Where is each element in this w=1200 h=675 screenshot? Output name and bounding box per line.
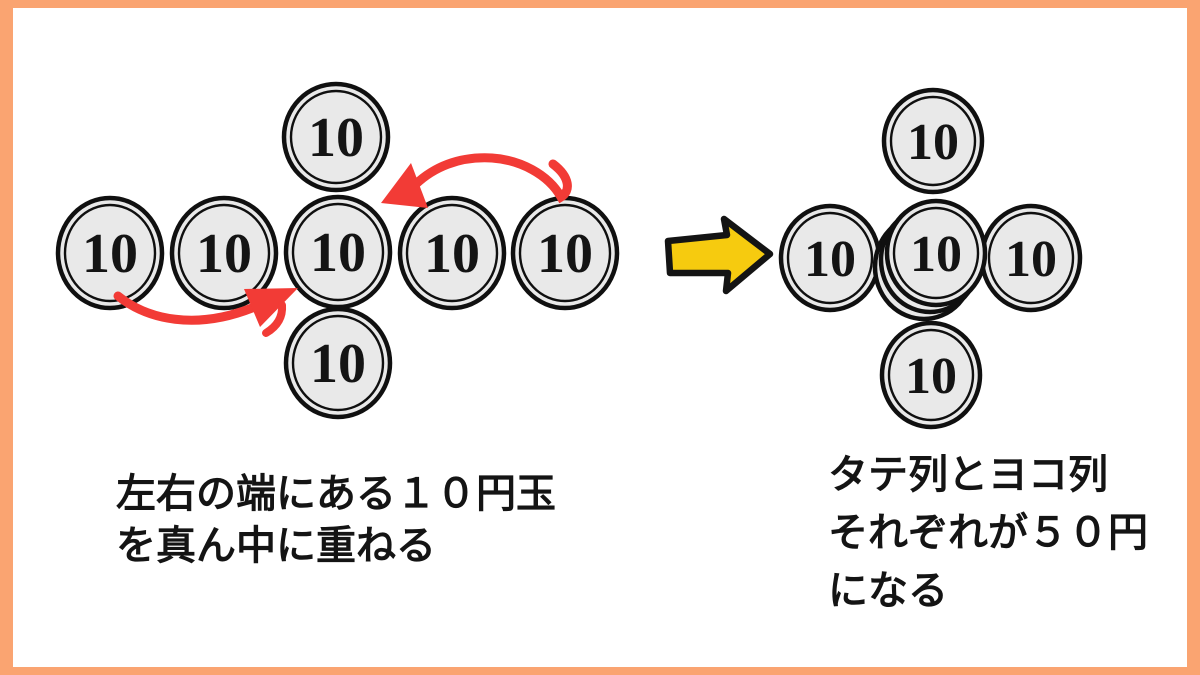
after-caption: タテ列とヨコ列 それぞれが５０円 になる [828, 446, 1148, 620]
before-diagram: 10 10 10 10 10 [55, 81, 620, 420]
coin-face [884, 198, 988, 308]
coin-value: 10 [310, 222, 366, 284]
coin-face [169, 195, 279, 311]
after-caption-line-1: タテ列とヨコ列 [828, 452, 1108, 498]
coin-inner-ring [786, 211, 874, 305]
coin-value: 10 [910, 226, 962, 283]
coin-value: 10 [907, 114, 959, 171]
coin-face [881, 87, 985, 195]
move-arrow-stroke [113, 291, 257, 325]
coin-inner-ring [987, 211, 1075, 305]
move-arrow-head [244, 288, 298, 327]
before-coin-row-4: 10 [397, 195, 507, 311]
move-arrow-head [381, 163, 428, 208]
coin-inner-ring [177, 203, 271, 303]
after-diagram: 10 10 10 10 [778, 87, 1083, 430]
coin-value: 10 [196, 223, 252, 285]
coin-inner-ring [887, 328, 975, 422]
transform-right-arrow-icon [664, 215, 774, 295]
coin-inner-ring [291, 314, 385, 412]
coin-value: 10 [804, 231, 856, 288]
coin-inner-ring [291, 202, 385, 302]
before-caption-line-2: を真ん中に重ねる [116, 523, 436, 569]
before-coin-row-1: 10 [55, 195, 165, 311]
after-coin-center-stack: 10 [872, 198, 988, 322]
coin-value: 10 [1005, 231, 1057, 288]
after-coin-top: 10 [881, 87, 985, 195]
coin-value: 10 [537, 223, 593, 285]
before-caption-line-1: 左右の端にある１０円玉 [116, 471, 556, 517]
coin-inner-ring [892, 206, 980, 300]
after-coin-bottom: 10 [879, 320, 983, 430]
after-coin-left: 10 [778, 203, 882, 313]
coin-inner-ring [518, 203, 612, 303]
coin-inner-ring [289, 89, 383, 185]
coin-face [55, 195, 165, 311]
coin-value: 10 [905, 348, 957, 405]
coin-face [281, 81, 391, 193]
coin-value: 10 [82, 223, 138, 285]
before-coin-row-5: 10 [510, 195, 620, 311]
coin-face [397, 195, 507, 311]
coin-inner-ring [63, 203, 157, 303]
move-arrow-left-to-center [113, 288, 298, 337]
right-arrow-shape [664, 215, 774, 295]
before-coin-top: 10 [281, 81, 391, 193]
before-coin-bottom: 10 [283, 306, 393, 420]
coin-face [879, 320, 983, 430]
after-caption-line-3: になる [828, 568, 948, 614]
coin-value: 10 [308, 107, 364, 169]
after-coin-right: 10 [979, 203, 1083, 313]
before-coin-row-2: 10 [169, 195, 279, 311]
move-arrow-right-to-center [381, 153, 572, 208]
coin-inner-ring [889, 95, 977, 187]
coin-face [283, 306, 393, 420]
coin-inner-ring [405, 203, 499, 303]
coin-value: 10 [310, 333, 366, 395]
before-caption: 左右の端にある１０円玉 を真ん中に重ねる [116, 468, 556, 572]
move-arrow-flick [262, 301, 287, 337]
coin-value: 10 [424, 223, 480, 285]
after-caption-line-2: それぞれが５０円 [828, 510, 1148, 556]
before-coin-center: 10 [283, 194, 393, 310]
move-arrow-stroke [411, 153, 572, 204]
